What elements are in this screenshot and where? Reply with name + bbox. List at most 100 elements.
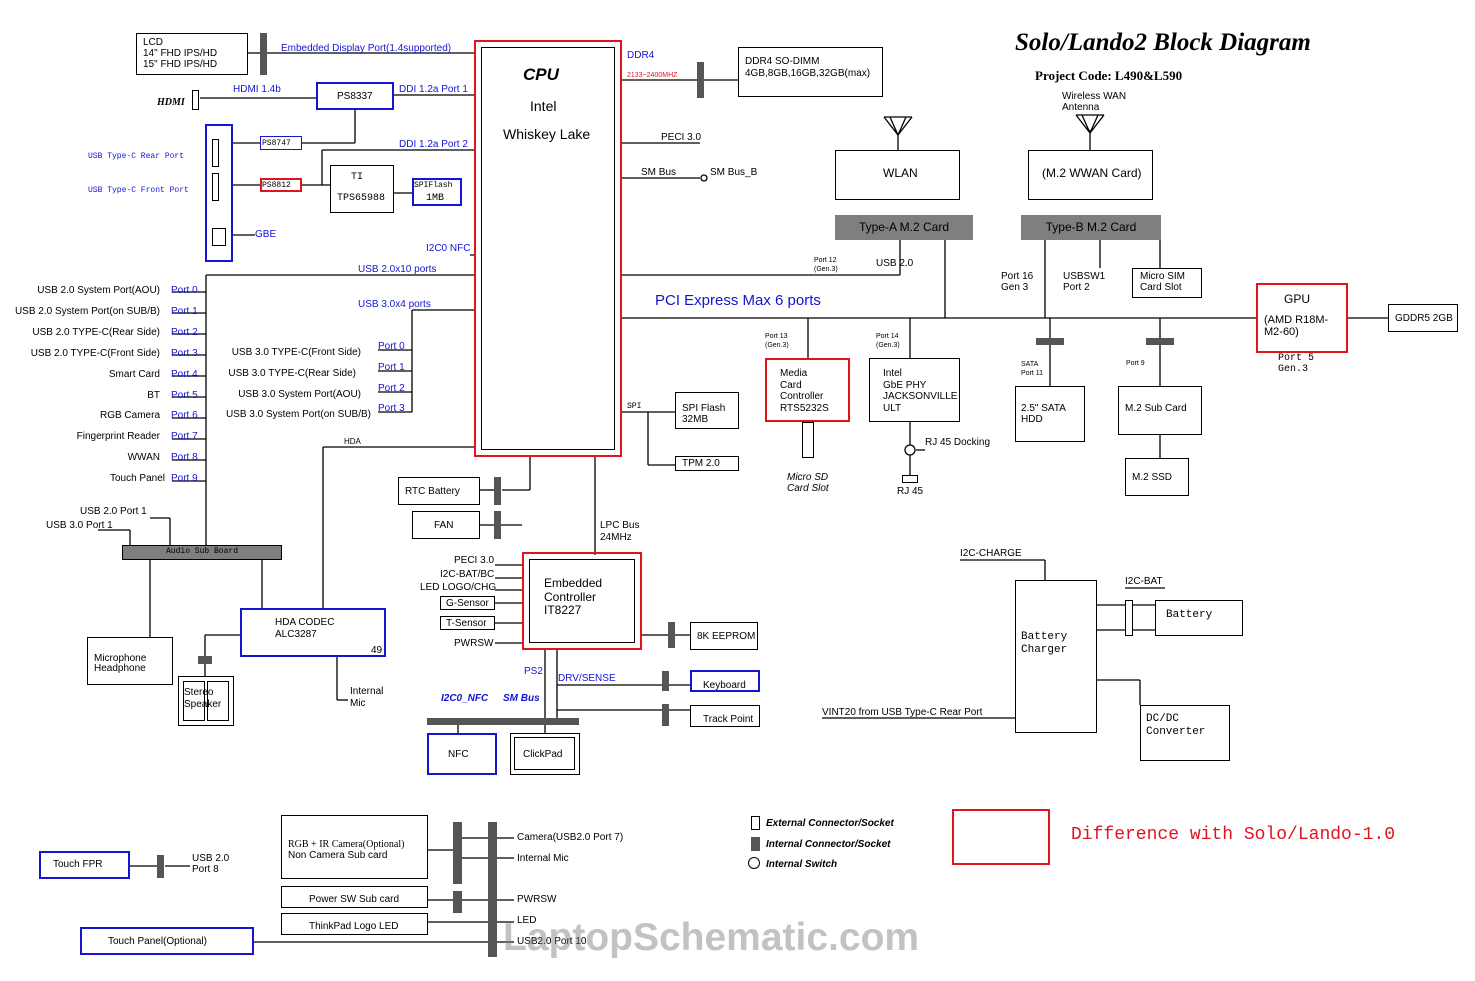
gbe-port [212,228,226,246]
legend-int: Internal Connector/Socket [766,839,891,850]
gsensor-box [440,596,495,610]
ec-peci: PECI 3.0 [454,555,495,566]
battery-box [1155,600,1243,636]
usb3-port-num: Port 2 [378,383,405,394]
sub-bus-connector [488,822,497,957]
spisize-label: 1MB [426,193,445,204]
rtc-connector [494,477,501,505]
usb2-port-name: USB 2.0 TYPE-C(Rear Side) [32,327,160,338]
page-title: Solo/Lando2 Block Diagram [1015,29,1311,56]
trackpoint-label: Track Point [703,714,754,725]
touch-panel-box [80,927,254,955]
wlan-usb: USB 2.0 [876,258,914,269]
touch-bus [427,718,579,725]
ssd-box [1125,458,1189,496]
drv-label: DRV/SENSE [558,673,616,684]
usb2-port-num: Port 5 [171,390,198,401]
fpr-usb1: USB 2.0 [192,853,230,864]
trackpoint-box [690,705,760,727]
tps-label: TPS65988 [337,193,386,204]
lcd-box [136,33,248,75]
antenna-icon [883,114,1105,136]
gpu-gen: Gen.3 [1278,364,1309,375]
spk-l1: Stereo [184,687,214,698]
usb2-port-num: Port 9 [171,473,198,484]
battery-connector [1125,600,1133,636]
spi-flash-l2: 32MB [682,414,709,425]
wlan-slot: Type-A M.2 Card [835,215,973,240]
wwan-antenna1: Wireless WAN [1062,91,1127,102]
legend-ext: External Connector/Socket [766,818,894,829]
ddi2-label: DDI 1.2a Port 2 [399,139,468,150]
eeprom-connector [668,622,675,648]
cpu-block [474,40,622,457]
usb2-port-num: Port 4 [171,369,198,380]
touch-usb-label: USB2.0 Port 10 [517,936,587,947]
m2sub-connector [1146,338,1174,345]
legend-switch-icon [748,857,760,869]
hdd-l1: 2.5" SATA [1021,403,1066,414]
gbe-l1: Intel [883,368,902,379]
usb2-port-num: Port 1 [171,306,198,317]
legend-sw: Internal Switch [766,859,838,870]
usb2-port-num: Port 6 [171,410,198,421]
gbe-label: GBE [255,229,277,240]
audio-sub-board: Audio Sub Board [122,545,282,560]
typec-front-port [212,173,219,201]
ps8337-box [316,82,394,110]
spiflash-box [412,178,462,206]
rj45-port [902,475,918,483]
lcd-l3: 15" FHD IPS/HD [143,59,218,70]
vint-label: VINT20 from USB Type-C Rear Port [822,707,983,718]
wwan-box [1028,150,1153,200]
clickpad-box [510,733,580,775]
lpc-label1: LPC Bus [600,520,640,531]
tpm-label: TPM 2.0 [682,458,720,469]
gbe-box [869,358,960,422]
camera-sub-box [281,815,428,879]
logo-label: ThinkPad Logo LED [309,921,399,932]
usb3-port-name: USB 3.0 System Port(AOU) [238,389,361,400]
media-l2: Card [780,380,802,391]
usb2-port-num: Port 0 [171,285,198,296]
charger-l1: Battery [1021,631,1068,643]
media-box [765,358,850,422]
codec-pin: 49 [371,645,383,656]
usb2-port-name: USB 2.0 System Port(on SUB/B) [14,306,160,317]
wwan-antenna2: Antenna [1062,102,1100,113]
fan-label: FAN [434,520,454,531]
legend-int-icon [751,837,760,851]
ddr-module1: DDR4 SO-DIMM [745,56,820,67]
hdd-box [1015,386,1085,442]
eeprom-box [690,622,758,650]
mic-headphone-box [87,637,173,685]
nfc-box [427,733,497,775]
usbsw1-label: USBSW1 [1063,271,1106,282]
spi-label: SPI [627,402,642,411]
sata-l2: Port 11 [1021,370,1044,377]
tps65988-box [330,165,394,213]
wwan-gen16: Gen 3 [1001,282,1029,293]
wlan-box [835,150,960,200]
hdmi-label: HDMI [157,97,185,108]
wwan-slot: Type-B M.2 Card [1021,215,1161,240]
imic-label: Internal Mic [517,853,569,864]
gpu-port: Port 5 [1278,353,1315,364]
ps8337-label: PS8337 [337,91,373,102]
usb2-port-name: Smart Card [108,369,160,380]
pwrsw-label: PWRSW [517,894,557,905]
nfc-label: NFC [448,749,469,760]
rj45-label: RJ 45 [897,486,924,497]
cpu-vendor: Intel [530,98,557,114]
lcd-l1: LCD [143,37,164,48]
usb3-port-num: Port 0 [378,341,405,352]
ec-l2: Controller [544,590,597,604]
imic-l1: Internal [350,686,384,697]
legend-diff: Difference with Solo/Lando-1.0 [1071,825,1396,845]
usb2-port-num: Port 2 [171,327,198,338]
dcdc-box [1140,705,1230,761]
sd-slot [802,422,814,458]
gbe-l2: GbE PHY [883,380,927,391]
ec-i2c: I2C-BAT/BC [440,569,495,580]
